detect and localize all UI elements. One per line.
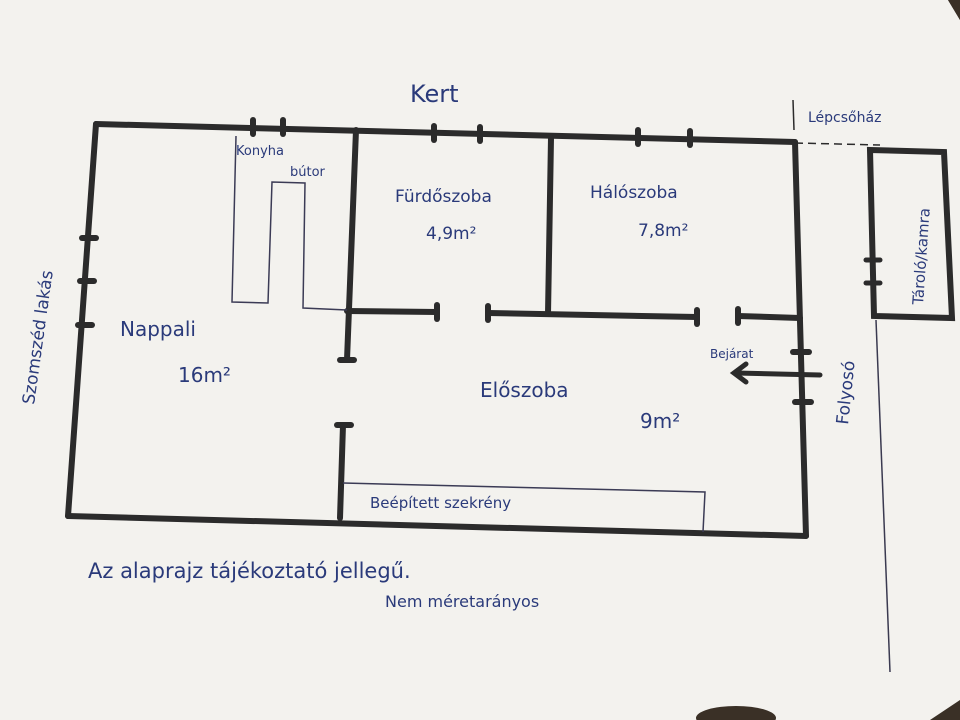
kitchen-counter-outline [231,135,348,311]
stairwell-dashed-line [794,142,881,146]
interior-walls [337,127,803,521]
storage-box [863,146,956,322]
outer-walls [65,121,809,539]
kitchen-label-line1: Konyha [236,144,284,159]
left-wall [65,121,99,519]
bathroom-name: Fürdőszoba [395,187,492,207]
bedroom-name: Hálószoba [590,183,678,203]
right-wall [792,139,809,539]
wardrobe-line [342,482,706,533]
living-area: 16m² [178,363,231,387]
wall-living-hall [337,422,346,521]
corridor-line [875,319,891,673]
stairwell-divider [792,99,795,131]
stairwell-label: Lépcsőház [808,110,881,126]
entrance-arrow [729,361,823,385]
wardrobe-label: Beépített szekrény [370,494,511,512]
top-wall [93,121,798,145]
living-name: Nappali [120,317,196,341]
entrance-label: Bejárat [710,347,754,361]
wall-bedroom-lower-right [735,313,803,321]
wall-bath-lower-left [344,308,440,315]
wall-kitchen-bath [344,127,359,363]
bathroom-area: 4,9m² [426,224,476,244]
hall-name: Előszoba [480,378,569,402]
opening-marks [75,117,814,428]
garden-label: Kert [410,80,459,108]
arrow-shaft [733,370,823,378]
bottom-wall [65,513,809,539]
wardrobe-outline [342,482,706,533]
note-line1: Az alaprajz tájékoztató jellegű. [88,559,411,583]
stairwell-lines [792,99,881,146]
table-corner [948,0,960,20]
bedroom-area: 7,8m² [638,221,688,241]
kitchen-furniture [231,135,348,311]
hall-area: 9m² [640,409,680,433]
note-line2: Nem méretarányos [385,592,539,611]
wall-bath-bedroom-lower [485,310,700,320]
arrow-head [729,361,749,385]
kitchen-label-line2: bútor [290,165,326,180]
wall-bath-bedroom [545,135,554,317]
shadow-smudge [696,706,776,720]
